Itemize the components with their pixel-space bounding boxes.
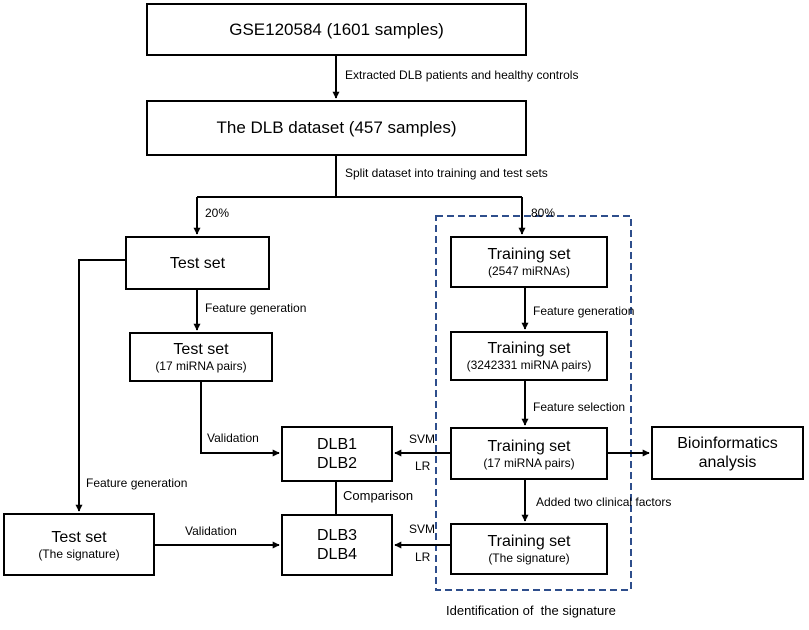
dlb1-text: DLB1 bbox=[316, 436, 358, 453]
dlb2-text: DLB2 bbox=[316, 455, 358, 472]
training-set-signature-box: Training set (The signature) bbox=[450, 523, 608, 575]
dlb-dataset-box: The DLB dataset (457 samples) bbox=[146, 100, 527, 156]
training-set-signature-title: Training set bbox=[487, 533, 571, 550]
label-validation-1: Validation bbox=[207, 431, 259, 445]
dlb3-text: DLB3 bbox=[316, 527, 358, 544]
label-split: Split dataset into training and test set… bbox=[345, 166, 548, 180]
label-20-percent: 20% bbox=[205, 206, 230, 220]
training-set-signature-subtitle: (The signature) bbox=[488, 551, 570, 565]
label-lr-2: LR bbox=[415, 550, 431, 564]
test-set-pairs-title: Test set bbox=[173, 341, 229, 358]
label-80-percent: 80% bbox=[531, 206, 556, 220]
test-set-pairs-subtitle: (17 miRNA pairs) bbox=[155, 359, 247, 373]
label-feature-generation-test: Feature generation bbox=[205, 301, 307, 315]
training-set-mirnas-subtitle: (2547 miRNAs) bbox=[487, 264, 571, 278]
label-validation-2: Validation bbox=[185, 524, 237, 538]
dlb4-text: DLB4 bbox=[316, 546, 358, 563]
test-set-signature-subtitle: (The signature) bbox=[38, 546, 120, 561]
training-set-pairs-title: Training set bbox=[487, 437, 571, 455]
label-feature-generation-left: Feature generation bbox=[86, 476, 188, 490]
test-set-title: Test set bbox=[169, 254, 226, 272]
test-set-signature-box: Test set (The signature) bbox=[3, 513, 155, 576]
bioinformatics-line1: Bioinformatics bbox=[677, 435, 778, 452]
label-extracted: Extracted DLB patients and healthy contr… bbox=[345, 68, 579, 82]
dlb-dataset-text: The DLB dataset (457 samples) bbox=[216, 118, 457, 137]
bioinformatics-line2: analysis bbox=[698, 454, 757, 471]
bioinformatics-box: Bioinformatics analysis bbox=[651, 426, 804, 480]
label-feature-selection: Feature selection bbox=[533, 400, 626, 414]
training-set-mirnas-box: Training set (2547 miRNAs) bbox=[450, 236, 608, 288]
label-lr-1: LR bbox=[415, 459, 431, 473]
arrow-validation-1 bbox=[200, 382, 280, 457]
label-comparison: Comparison bbox=[343, 488, 414, 503]
test-set-pairs-box: Test set (17 miRNA pairs) bbox=[129, 332, 273, 382]
dlb1-dlb2-box: DLB1 DLB2 bbox=[281, 426, 393, 482]
dlb3-dlb4-box: DLB3 DLB4 bbox=[281, 514, 393, 576]
label-svm-1: SVM bbox=[409, 432, 436, 446]
training-set-pairs-box: Training set (17 miRNA pairs) bbox=[450, 427, 608, 480]
training-set-mirnas-title: Training set bbox=[487, 246, 571, 263]
training-set-all-pairs-box: Training set (3242331 miRNA pairs) bbox=[450, 331, 608, 381]
training-set-all-pairs-subtitle: (3242331 miRNA pairs) bbox=[466, 358, 592, 372]
signature-identification-region bbox=[435, 215, 632, 591]
test-set-signature-title: Test set bbox=[51, 528, 107, 546]
arrow-left-feature-generation bbox=[75, 259, 125, 512]
gse-text: GSE120584 (1601 samples) bbox=[229, 19, 444, 39]
gse-box: GSE120584 (1601 samples) bbox=[146, 3, 527, 56]
signature-caption: Identification of the signature bbox=[446, 603, 616, 618]
label-svm-2: SVM bbox=[409, 522, 436, 536]
label-feature-generation-train: Feature generation bbox=[533, 304, 635, 318]
training-set-pairs-subtitle: (17 miRNA pairs) bbox=[483, 455, 575, 470]
label-added-clinical: Added two clinical factors bbox=[536, 495, 672, 509]
training-set-all-pairs-title: Training set bbox=[487, 340, 571, 357]
test-set-box: Test set bbox=[125, 236, 270, 290]
